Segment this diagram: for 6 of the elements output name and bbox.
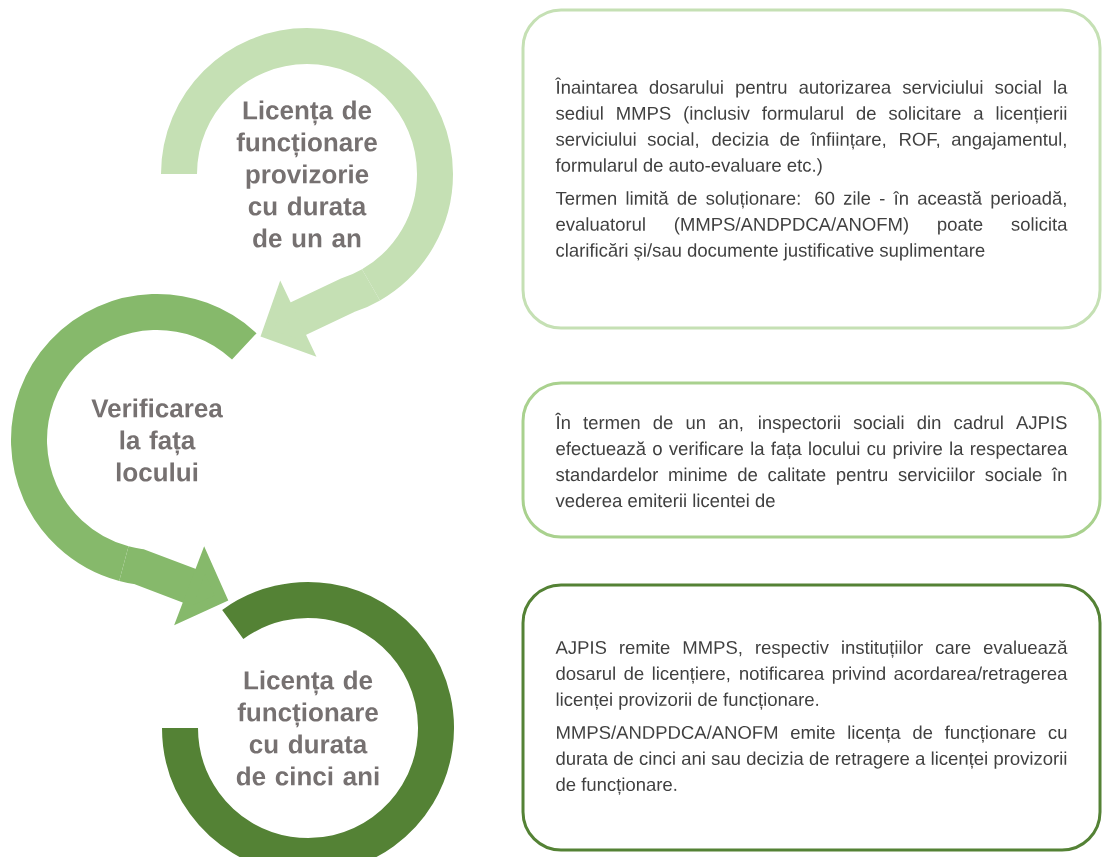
text-box: În termen de un an, inspectorii sociali din cadrul AJPIS efectuează o verificare la fața locului cu privire la respectarea standardelor minime de calitate pentru serviciilor sociale în vederea emiterii licentei de	[521, 381, 1102, 539]
ring-step: Licența de funcționare cu durata de cinci ani	[162, 582, 454, 857]
text-box: AJPIS remite MMPS, respectiv instituțiilor care evaluează dosarul de licențiere, notificarea privind acordarea/retragerea licenței provizorii de funcționare. MMPS/ANDPDCA/ANOFM emite licența de funcționare cu durata de cinci ani sau decizia de retragere a licenței provizorii de funcționare.	[521, 583, 1102, 852]
ring-step: Licența de funcționare provizorie cu durata de un an	[161, 28, 453, 301]
ring-step: Verificarea la fața locului	[11, 294, 256, 581]
text-box: Înaintarea dosarului pentru autorizarea serviciului social la sediul MMPS (inclusiv formularul de solicitare a licențierii serviciului social, decizia de înființare, ROF, angajamentul, formularul de auto-evaluare etc.) Termen limită de soluționare: 60 zile - în această perioadă, evaluatorul (MMPS/ANDPDCA/ANOFM) poate solicita clarificări și/sau documente justificative suplimentare	[521, 8, 1102, 330]
